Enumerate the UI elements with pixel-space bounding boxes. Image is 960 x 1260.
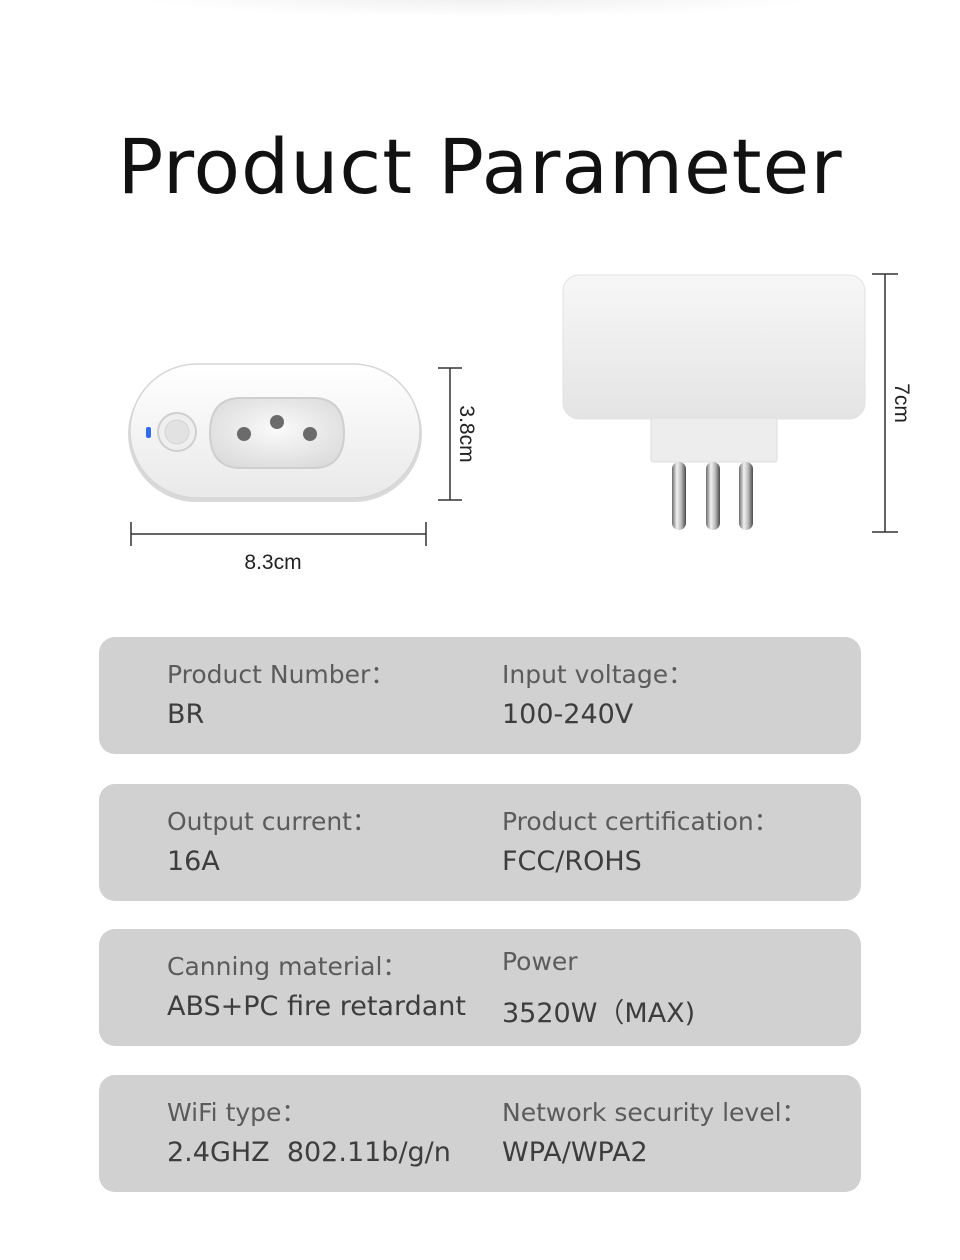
spec-label: Product certification： (502, 807, 779, 836)
width-dimension (130, 522, 427, 546)
socket-hole-center (270, 415, 284, 429)
top-shadow (120, 0, 840, 18)
page-title: Product Parameter (117, 122, 843, 211)
spec-value: WPA/WPA2 (502, 1137, 648, 1168)
spec-value: 3520W（MAX) (502, 998, 696, 1029)
indicator-led (146, 427, 151, 438)
pin-left (672, 462, 686, 530)
socket-hole-left (237, 427, 251, 441)
width-dimension-label: 8.3cm (244, 551, 301, 574)
spec-label: WiFi type： (167, 1098, 307, 1127)
socket-hole-right (303, 427, 317, 441)
spec-label: Power (502, 947, 578, 976)
spec-card-3: Canning material： ABS+PC fire retardant … (99, 929, 861, 1046)
plug-front-view (128, 363, 422, 502)
spec-card-4: WiFi type： 2.4GHZ 802.11b/g/n Network se… (99, 1075, 861, 1192)
spec-card-1: Product Number： BR Input voltage： 100-24… (99, 637, 861, 754)
pin-right (739, 462, 753, 530)
spec-label: Input voltage： (502, 660, 694, 689)
spec-value: FCC/ROHS (502, 846, 642, 877)
height-dimension-label: 3.8cm (455, 405, 478, 462)
spec-label: Canning material： (167, 952, 408, 981)
height-dimension (438, 367, 462, 501)
spec-value: ABS+PC fire retardant (167, 991, 466, 1022)
plug-side-view (562, 274, 866, 530)
spec-value: BR (167, 699, 205, 730)
spec-value: 100-240V (502, 699, 634, 730)
spec-card-2: Output current： 16A Product certificatio… (99, 784, 861, 901)
spec-value: 2.4GHZ 802.11b/g/n (167, 1137, 451, 1168)
spec-value: 16A (167, 846, 220, 877)
spec-label: Product Number： (167, 660, 396, 689)
depth-dimension (872, 273, 898, 533)
depth-dimension-label: 7cm (890, 383, 913, 423)
socket-outlet (208, 397, 346, 469)
spec-label: Network security level： (502, 1098, 807, 1127)
product-illustration: 3.8cm 8.3cm 7cm (128, 273, 913, 574)
spec-label: Output current： (167, 807, 377, 836)
pin-center (706, 462, 720, 530)
